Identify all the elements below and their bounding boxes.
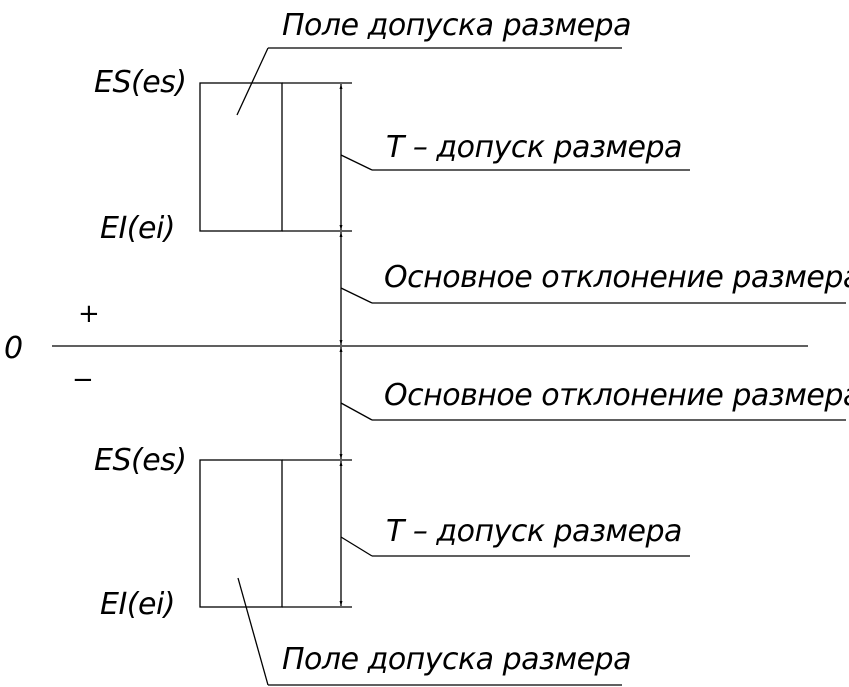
upper-tolerance-leader: [340, 154, 373, 171]
upper-ei-label: EI(ei): [100, 211, 175, 246]
lower-es-label: ES(es): [94, 443, 187, 478]
lower-deviation-leader: [340, 402, 373, 421]
zero-label: 0: [4, 331, 23, 366]
upper-field-leader: [236, 47, 269, 116]
lower-deviation-label: Основное отклонение размера: [384, 378, 849, 413]
upper-tolerance-label: T – допуск размера: [386, 130, 682, 165]
lower-tolerance-label: T – допуск размера: [386, 514, 682, 549]
lower-field-label: Поле допуска размера: [282, 642, 631, 677]
upper-es-label: ES(es): [94, 65, 187, 100]
upper-tolerance-field: [199, 82, 283, 232]
plus-sign: +: [78, 299, 99, 329]
upper-deviation-leader: [340, 287, 373, 304]
lower-tolerance-field: [199, 459, 283, 608]
upper-deviation-label: Основное отклонение размера: [384, 260, 849, 295]
lower-tolerance-leader: [340, 536, 373, 557]
lower-ei-label: EI(ei): [100, 587, 175, 622]
minus-sign: −: [72, 365, 93, 395]
upper-field-label: Поле допуска размера: [282, 8, 631, 43]
lower-field-leader: [237, 577, 269, 686]
